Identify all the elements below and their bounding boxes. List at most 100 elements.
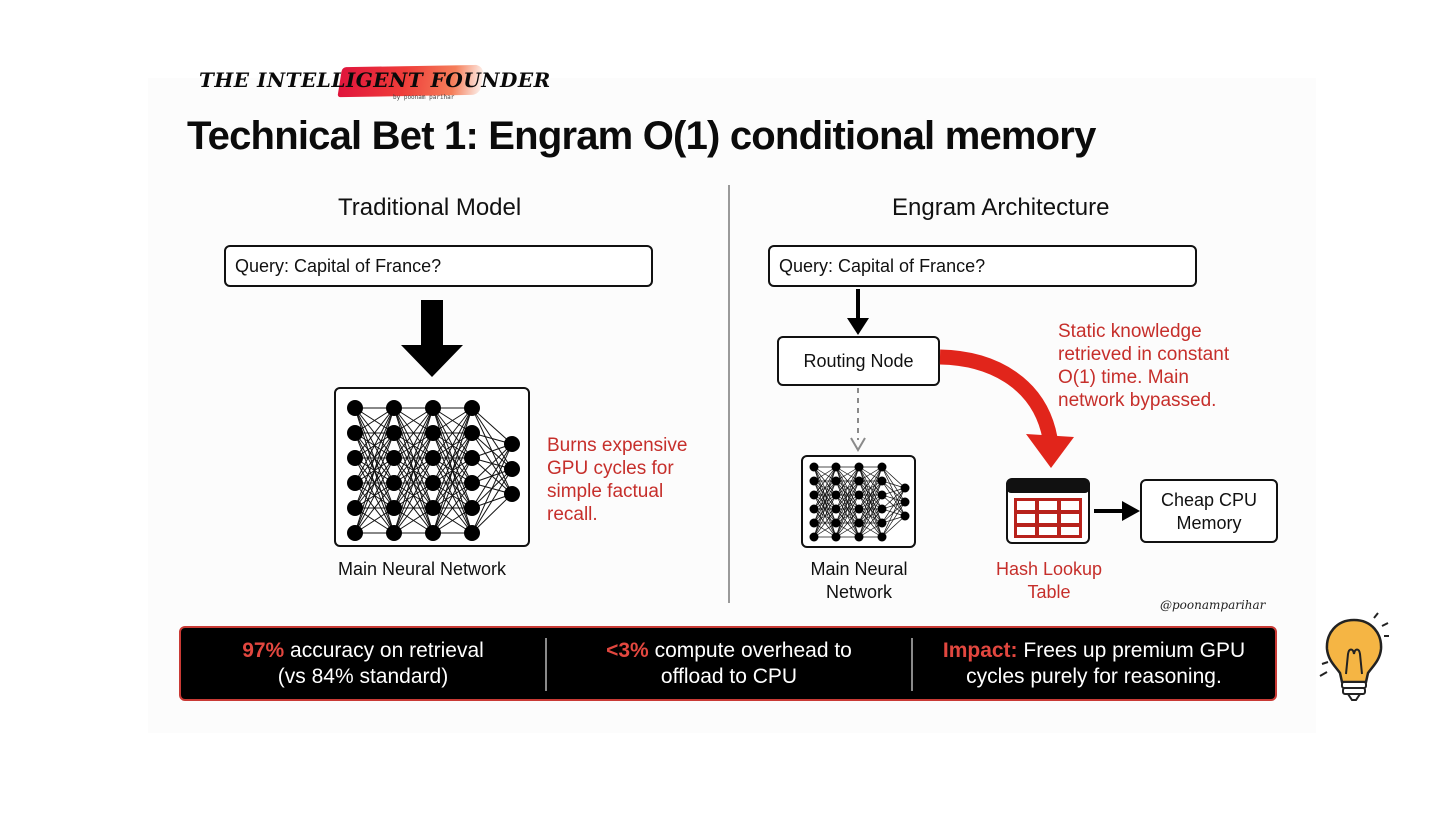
stat-text: (vs 84% standard) xyxy=(277,664,449,688)
network-edge xyxy=(471,407,513,445)
engram-note-line: network bypassed. xyxy=(1058,390,1217,411)
network-edge xyxy=(835,480,860,538)
traditional-note: Burns expensive GPU cycles for simple fa… xyxy=(547,434,687,526)
network-node xyxy=(831,490,841,500)
neural-network-icon xyxy=(347,400,520,541)
network-edge xyxy=(471,443,513,509)
network-node xyxy=(854,490,864,500)
stat-highlight: 97% xyxy=(242,638,285,662)
network-edge xyxy=(858,494,883,538)
network-node xyxy=(831,532,841,542)
network-node xyxy=(386,500,402,516)
network-node xyxy=(809,504,819,514)
network-edge xyxy=(432,457,473,534)
network-edge xyxy=(835,466,860,524)
network-node xyxy=(425,400,441,416)
network-edge xyxy=(432,432,473,534)
network-node xyxy=(425,500,441,516)
network-node xyxy=(386,425,402,441)
stat-text: accuracy on retrieval xyxy=(284,638,484,662)
network-edge xyxy=(881,487,906,524)
network-edge xyxy=(858,508,883,538)
network-node xyxy=(854,504,864,514)
network-node xyxy=(809,462,819,472)
network-edge xyxy=(881,487,906,538)
stat-accuracy: 97% accuracy on retrieval (vs 84% standa… xyxy=(181,628,545,699)
engram-heading: Engram Architecture xyxy=(892,194,1110,221)
network-edge xyxy=(881,487,906,510)
cpu-memory-label-line: Memory xyxy=(1176,513,1242,533)
network-node xyxy=(831,476,841,486)
network-node xyxy=(900,511,910,521)
network-edge xyxy=(471,443,513,534)
network-edge xyxy=(858,466,883,496)
hash-lookup-label-line: Hash Lookup xyxy=(995,559,1103,579)
stat-separator xyxy=(545,638,547,691)
network-node xyxy=(464,425,480,441)
network-node xyxy=(877,490,887,500)
network-node xyxy=(809,476,819,486)
neural-network-icon xyxy=(809,462,910,542)
network-node xyxy=(854,476,864,486)
engram-note-line: Static knowledge xyxy=(1058,321,1202,342)
traditional-heading: Traditional Model xyxy=(338,194,522,221)
network-node xyxy=(809,518,819,528)
network-edge xyxy=(393,432,434,534)
network-node xyxy=(347,475,363,491)
network-node xyxy=(386,525,402,541)
hash-table-icon xyxy=(1006,478,1090,544)
network-edge xyxy=(354,407,395,484)
network-node xyxy=(809,490,819,500)
engram-network-label-line: Network xyxy=(825,582,892,602)
lightbulb-icon xyxy=(1319,612,1389,701)
network-node xyxy=(854,462,864,472)
network-edge xyxy=(432,407,473,484)
network-node xyxy=(504,461,520,477)
network-node xyxy=(877,462,887,472)
page-title: Technical Bet 1: Engram O(1) conditional… xyxy=(187,114,1096,158)
network-node xyxy=(425,475,441,491)
network-edge xyxy=(881,501,906,538)
network-node xyxy=(464,525,480,541)
network-edge xyxy=(835,466,860,496)
network-node xyxy=(347,525,363,541)
network-edge xyxy=(393,482,434,534)
engram-note: Static knowledge retrieved in constant O… xyxy=(1058,320,1229,412)
section-divider xyxy=(728,185,730,603)
stat-text: offload to CPU xyxy=(660,664,798,688)
network-edge xyxy=(813,466,837,496)
network-edge xyxy=(432,407,473,509)
network-node xyxy=(347,425,363,441)
engram-note-line: O(1) time. Main xyxy=(1058,367,1189,388)
network-edge xyxy=(354,432,395,534)
network-edge xyxy=(354,407,395,509)
network-node xyxy=(425,525,441,541)
traditional-note-line: GPU cycles for xyxy=(547,458,674,479)
network-edge xyxy=(354,482,395,534)
stat-highlight: <3% xyxy=(606,638,649,662)
engram-network-label-line: Main Neural xyxy=(810,559,908,579)
network-edge xyxy=(813,466,837,524)
network-edge xyxy=(432,482,473,534)
network-node xyxy=(347,400,363,416)
network-node xyxy=(809,532,819,542)
traditional-neural-network xyxy=(334,387,530,547)
stats-bar: 97% accuracy on retrieval (vs 84% standa… xyxy=(179,626,1277,701)
network-node xyxy=(877,532,887,542)
network-node xyxy=(464,400,480,416)
stat-text: compute overhead to xyxy=(648,638,852,662)
hash-lookup-label-line: Table xyxy=(1027,582,1071,602)
network-node xyxy=(877,518,887,528)
network-edge xyxy=(471,443,513,484)
network-edge xyxy=(432,407,473,459)
network-node xyxy=(877,504,887,514)
network-edge xyxy=(813,508,837,538)
stat-separator xyxy=(911,638,913,691)
network-edge xyxy=(835,508,860,538)
network-edge xyxy=(835,466,860,510)
network-edge xyxy=(393,407,434,459)
stat-text: Frees up premium GPU xyxy=(1017,638,1246,662)
network-edge xyxy=(813,480,837,538)
network-edge xyxy=(471,493,513,534)
network-edge xyxy=(471,468,513,534)
